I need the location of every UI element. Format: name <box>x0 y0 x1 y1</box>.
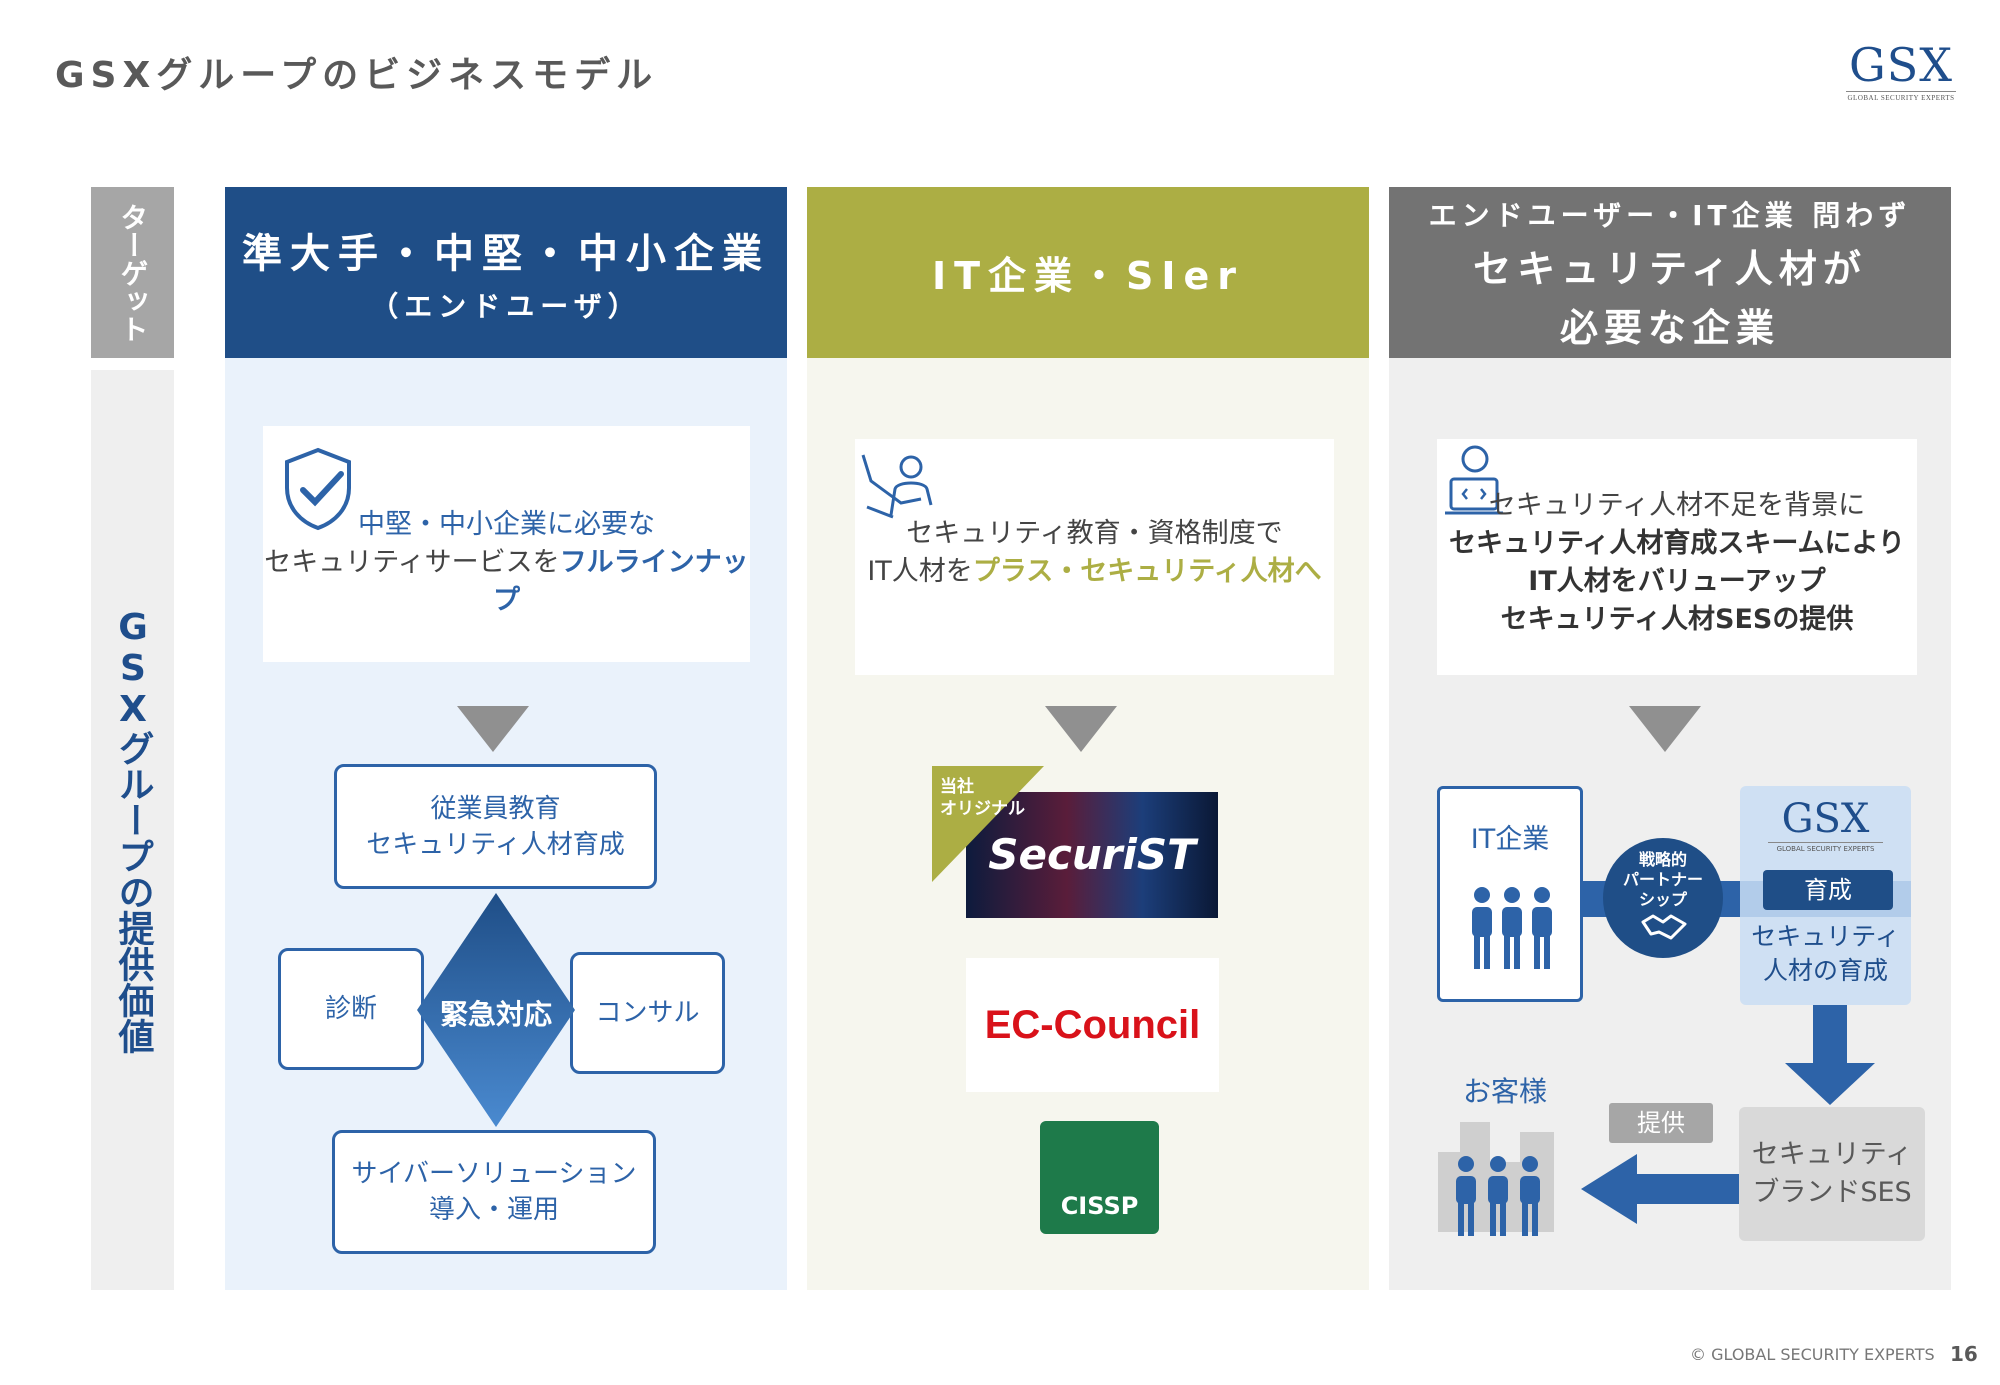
dev-line2: 人材の育成 <box>1762 956 1888 985</box>
down-triangle-icon <box>1045 706 1117 752</box>
col1-card-line2-pre: セキュリティサービスを <box>264 547 560 578</box>
col1-title: 準大手・中堅・中小企業 <box>242 230 770 277</box>
brand-ses-box: セキュリティ ブランドSES <box>1739 1107 1925 1241</box>
brand-ses-line1: セキュリティ <box>1751 1139 1913 1170</box>
col3-card-line1: セキュリティ人材不足を背景に <box>1488 490 1866 521</box>
col2-card-line1: セキュリティ教育・資格制度で <box>906 518 1283 549</box>
cissp-logo: CISSP <box>1040 1121 1159 1234</box>
emergency-label: 緊急対応 <box>439 998 552 1031</box>
ec-council-logo: EC-Council <box>966 958 1219 1092</box>
copyright: © GLOBAL SECURITY EXPERTS <box>1690 1345 1935 1364</box>
securist-logo: SecuriST <box>966 792 1218 918</box>
partnership-text: 戦略的 パートナー シップ <box>1603 850 1723 910</box>
ec-council-logo-text: EC-Council <box>984 1002 1201 1047</box>
page-title: GSXグループのビジネスモデル <box>55 55 659 96</box>
col3-card-line2: セキュリティ人材育成スキームにより <box>1448 528 1906 559</box>
engineer-icon <box>1445 445 1503 515</box>
partnership-line3: シップ <box>1638 890 1687 909</box>
handshake-icon <box>1641 914 1687 940</box>
col1-header: 準大手・中堅・中小企業 （エンドユーザ） <box>225 187 787 358</box>
col3-header: エンドユーザー・IT企業 問わず セキュリティ人材が 必要な企業 <box>1389 187 1951 358</box>
cissp-logo-text: CISSP <box>1060 1192 1139 1220</box>
box-education-line2: セキュリティ人材育成 <box>366 829 625 860</box>
badge-line1: 当社 <box>940 777 974 797</box>
col3-card-line4: セキュリティ人材SESの提供 <box>1500 604 1854 635</box>
brand-ses-line2: ブランドSES <box>1752 1177 1912 1208</box>
it-company-box: IT企業 <box>1437 786 1583 1002</box>
gsx-small-logo-text: GSX <box>1781 796 1870 842</box>
col2-title: IT企業・SIer <box>931 254 1245 298</box>
box-solution: サイバーソリューション 導入・運用 <box>332 1130 656 1254</box>
box-diagnosis-label: 診断 <box>324 994 377 1024</box>
down-triangle-icon <box>457 706 529 752</box>
partnership-circle <box>1603 838 1723 958</box>
col3-card-line3: IT人材をバリューアップ <box>1528 566 1826 597</box>
customer-building-icon <box>1438 1122 1554 1236</box>
col3-card: セキュリティ人材不足を背景に セキュリティ人材育成スキームにより IT人材をバリ… <box>1437 439 1917 675</box>
gsx-small-logo-tagline: GLOBAL SECURITY EXPERTS <box>1768 842 1883 853</box>
down-triangle-icon <box>1629 706 1701 752</box>
ikusei-badge: 育成 <box>1763 870 1893 910</box>
gsx-small-logo: GSX GLOBAL SECURITY EXPERTS <box>1740 798 1911 853</box>
it-company-label: IT企業 <box>1470 824 1550 855</box>
shield-check-icon <box>285 447 351 531</box>
col2-header: IT企業・SIer <box>807 187 1369 358</box>
page-number: 16 <box>1950 1342 1978 1366</box>
box-solution-line1: サイバーソリューション <box>351 1159 637 1189</box>
emergency-diamond <box>417 893 575 1127</box>
people-icon <box>1472 887 1552 969</box>
dev-line1: セキュリティ <box>1751 922 1900 951</box>
col1-card: 中堅・中小企業に必要な セキュリティサービスをフルラインナップ <box>263 426 750 662</box>
logo-tagline: GLOBAL SECURITY EXPERTS <box>1846 91 1956 102</box>
col3-title-line2: セキュリティ人材が <box>1473 246 1867 291</box>
col1-card-line2-em: フルラインナップ <box>493 547 749 616</box>
col2-card-line2-em: プラス・セキュリティ人材へ <box>972 556 1322 587</box>
partnership-line1: 戦略的 <box>1638 850 1687 869</box>
logo-text: GSX <box>1848 38 1953 92</box>
box-solution-line2: 導入・運用 <box>428 1195 559 1225</box>
original-badge-text: 当社 オリジナル <box>940 776 1025 820</box>
original-badge <box>932 766 1044 882</box>
dev-text: セキュリティ 人材の育成 <box>1740 920 1911 988</box>
provide-badge: 提供 <box>1609 1103 1713 1143</box>
box-diagnosis: 診断 <box>278 948 424 1070</box>
securist-logo-text: SecuriST <box>988 830 1196 879</box>
col3-title-line3: 必要な企業 <box>1559 305 1780 350</box>
col2-card-line2-pre: IT人材を <box>867 556 973 587</box>
customer-label: お客様 <box>1462 1075 1547 1108</box>
sidebar-value: GSXグループの提供価値 <box>91 370 174 1290</box>
arrow-down-icon <box>1785 1005 1875 1105</box>
box-consulting: コンサル <box>570 952 725 1074</box>
box-consulting-label: コンサル <box>595 998 700 1028</box>
partnership-line2: パートナー <box>1622 870 1703 889</box>
sidebar-target: ターゲット <box>91 187 174 358</box>
arrow-left-icon <box>1581 1154 1739 1224</box>
teacher-icon <box>861 454 933 519</box>
col1-card-line1: 中堅・中小企業に必要な <box>358 509 655 540</box>
gsx-logo: GSX GLOBAL SECURITY EXPERTS <box>1846 42 1956 102</box>
box-education-line1: 従業員教育 <box>430 793 561 824</box>
box-education: 従業員教育 セキュリティ人材育成 <box>334 764 657 889</box>
badge-line2: オリジナル <box>940 799 1025 819</box>
col2-card: セキュリティ教育・資格制度で IT人材をプラス・セキュリティ人材へ <box>855 439 1334 675</box>
col1-subtitle: （エンドユーザ） <box>370 289 642 323</box>
col3-title-line1: エンドユーザー・IT企業 問わず <box>1428 198 1912 232</box>
